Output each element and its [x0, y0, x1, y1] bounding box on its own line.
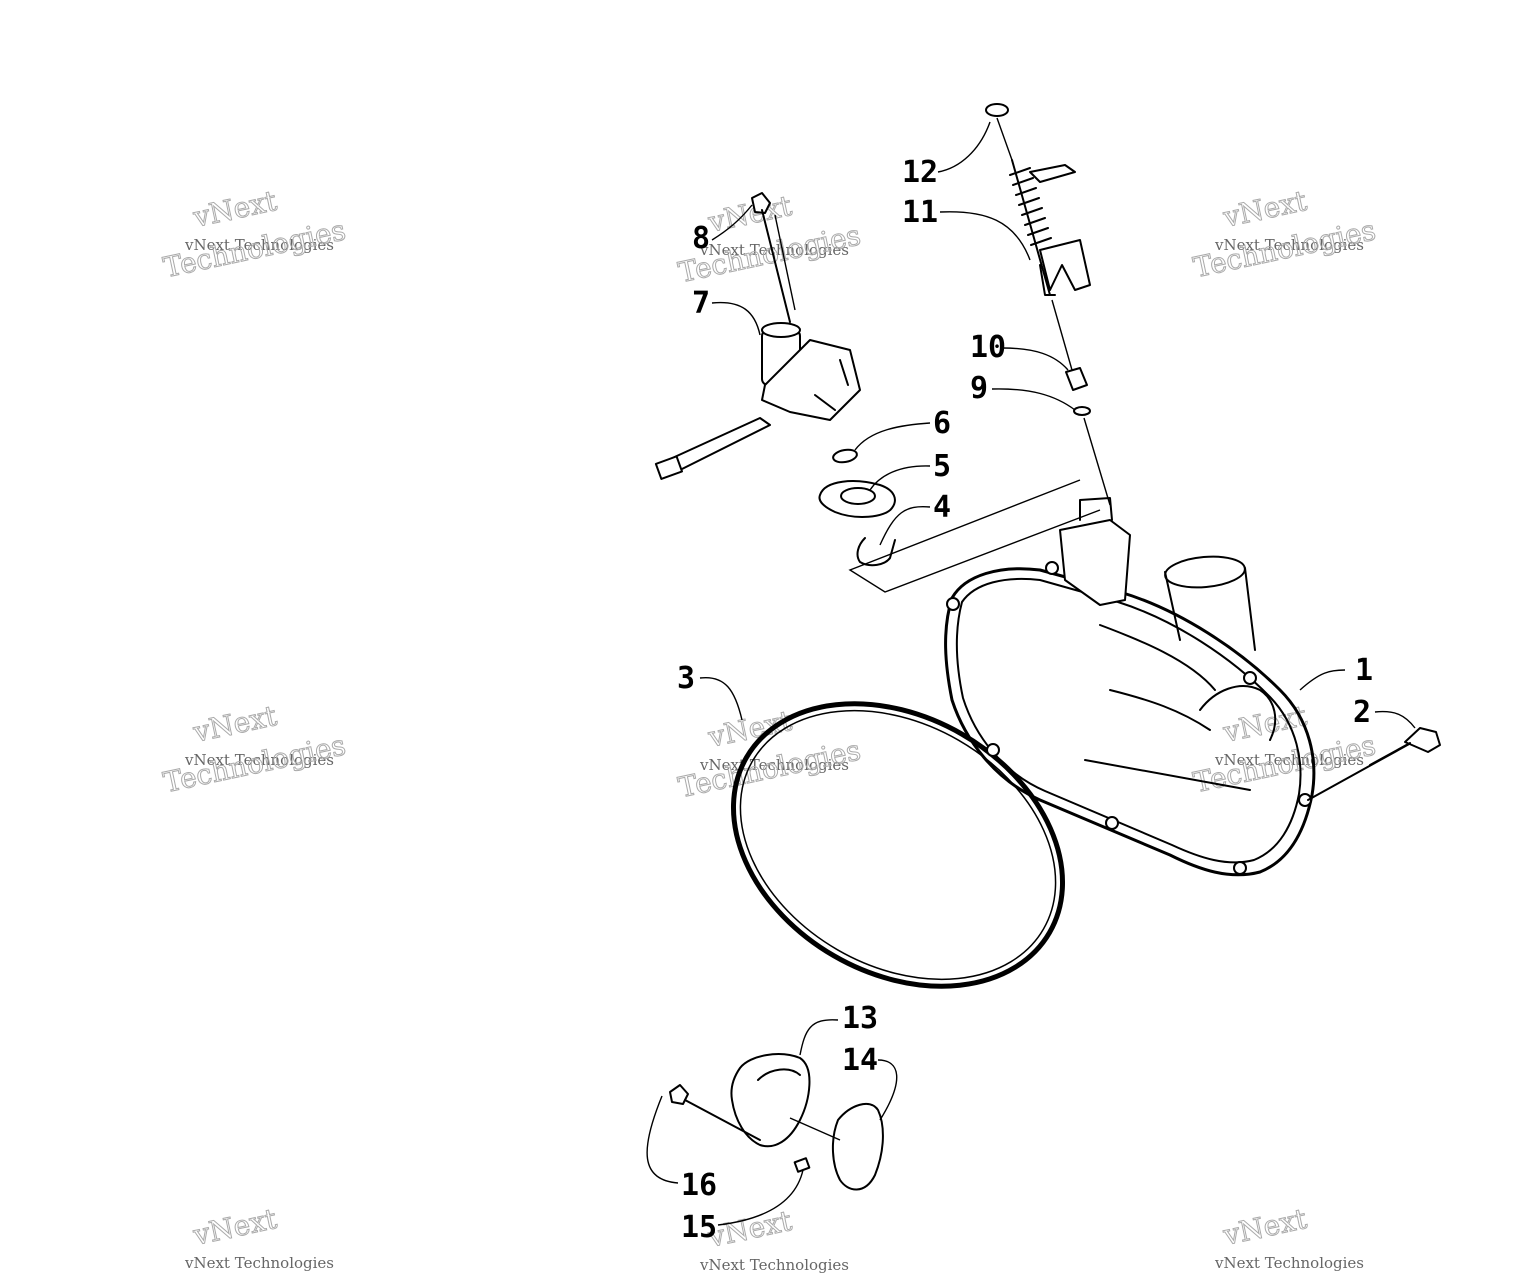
svg-text:vNext Technologies: vNext Technologies: [1214, 751, 1364, 769]
callout-2: 2: [1353, 695, 1371, 730]
spring-rod-part-11: [1009, 159, 1091, 296]
washer-part-12: [985, 103, 1009, 117]
watermark: vNext vNext Technologies: [1214, 1201, 1364, 1272]
svg-text:Technologies: Technologies: [160, 728, 348, 799]
callout-14: 14: [842, 1043, 878, 1078]
svg-text:vNext: vNext: [705, 704, 796, 754]
watermark: vNext vNext Technologies Technologies: [1190, 183, 1379, 284]
svg-text:vNext: vNext: [190, 1202, 281, 1252]
svg-text:Technologies: Technologies: [1190, 728, 1378, 799]
washer-part-9: [1073, 406, 1091, 416]
callout-6: 6: [933, 406, 951, 441]
callout-1: 1: [1355, 653, 1373, 688]
svg-text:vNext Technologies: vNext Technologies: [699, 756, 849, 774]
callout-15: 15: [681, 1210, 717, 1245]
callout-labels: 1 2 3 4 5 6 7 8 9 10 11 12 13 14 15 16: [677, 155, 1373, 1245]
svg-text:vNext: vNext: [1220, 1202, 1311, 1252]
watermark: vNext vNext Technologies: [184, 1201, 334, 1272]
callout-3: 3: [677, 661, 695, 696]
svg-text:Technologies: Technologies: [675, 733, 863, 804]
svg-text:vNext: vNext: [190, 184, 281, 234]
watermark: vNext vNext Technologies Technologies: [1190, 698, 1379, 799]
assembly-axis-line: [1051, 299, 1073, 371]
svg-text:vNext: vNext: [1220, 184, 1311, 234]
svg-text:vNext Technologies: vNext Technologies: [184, 751, 334, 769]
callout-10: 10: [970, 330, 1006, 365]
gasket-part-14: [832, 1102, 884, 1191]
svg-text:vNext Technologies: vNext Technologies: [699, 241, 849, 259]
svg-text:vNext Technologies: vNext Technologies: [699, 1256, 849, 1274]
assembly-axis-line: [996, 117, 1013, 161]
svg-text:vNext Technologies: vNext Technologies: [184, 1254, 334, 1272]
svg-text:vNext Technologies: vNext Technologies: [184, 236, 334, 254]
clip-part-4: [856, 537, 896, 567]
watermark: vNext vNext Technologies Technologies: [675, 703, 864, 804]
svg-text:vNext: vNext: [705, 1204, 796, 1254]
assembly-bracket-line: [848, 479, 1101, 593]
callout-7: 7: [692, 286, 710, 321]
motor-actuator-part: [654, 322, 861, 480]
svg-text:vNext: vNext: [705, 189, 796, 239]
leader-lines: [646, 121, 1416, 1226]
bolt-part-2: [1307, 727, 1441, 801]
svg-text:vNext Technologies: vNext Technologies: [1214, 236, 1364, 254]
svg-text:Technologies: Technologies: [1190, 213, 1378, 284]
callout-11: 11: [902, 195, 938, 230]
nut-part-15: [793, 1157, 811, 1173]
callout-16: 16: [681, 1168, 717, 1203]
svg-text:vNext: vNext: [190, 699, 281, 749]
assembly-axis-line: [789, 1117, 841, 1141]
screw-part-8: [751, 192, 796, 323]
nut-part-10: [1065, 367, 1088, 391]
svg-text:vNext Technologies: vNext Technologies: [1214, 1254, 1364, 1272]
callout-12: 12: [902, 155, 938, 190]
seal-ring-part: [730, 701, 1066, 989]
gasket-part-6: [832, 448, 858, 464]
callout-8: 8: [692, 221, 710, 256]
assembly-axis-line: [1083, 417, 1111, 506]
clutch-cover-housing-part: [944, 497, 1316, 877]
callout-4: 4: [933, 490, 951, 525]
access-cover-part-13: [730, 1053, 811, 1148]
callout-9: 9: [970, 371, 988, 406]
bolt-part-16: [669, 1084, 761, 1141]
callout-13: 13: [842, 1001, 878, 1036]
svg-text:Technologies: Technologies: [160, 213, 348, 284]
callout-5: 5: [933, 449, 951, 484]
watermark: vNext vNext Technologies Technologies: [160, 183, 349, 284]
watermark: vNext vNext Technologies Technologies: [160, 698, 349, 799]
flange-part-5: [818, 480, 896, 518]
